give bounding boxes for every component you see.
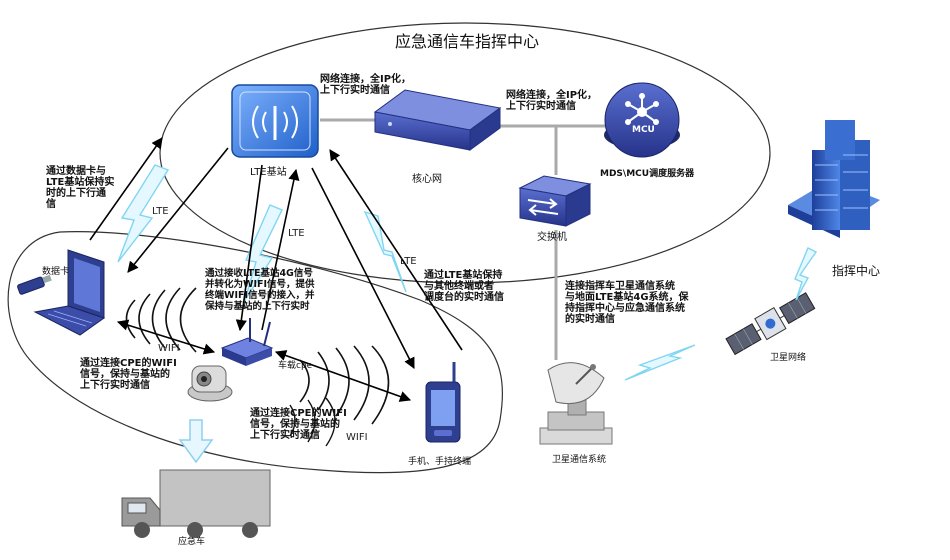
- down-arrow-icon: [178, 419, 214, 464]
- mcu-badge: MCU: [632, 125, 655, 135]
- phone-terminal-label: 手机、手持终端: [408, 457, 472, 467]
- lte-base-station-icon: [231, 84, 319, 158]
- emergency-truck-icon: [121, 469, 271, 538]
- vehicle-cpe-icon: [220, 318, 274, 366]
- mcu-server-label: MDS\MCU调度服务器: [600, 169, 695, 179]
- switch-link-note: 网络连接，全IP化， 上下行实时通信: [506, 90, 598, 112]
- cpe-relay-note: 通过接收LTE基站4G信号 并转化为WIFI信号，提供 终端WIFI信号的接入，…: [205, 268, 315, 312]
- wifi-tag-2: WIFI: [346, 432, 368, 443]
- lightning-icon: [244, 204, 283, 301]
- command-center-label: 指挥中心: [832, 264, 881, 278]
- core-network-label: 核心网: [412, 174, 442, 185]
- arrow-lte-to-laptop: [127, 147, 229, 273]
- signal-arrows: [89, 137, 463, 402]
- emergency-vehicle-label: 应急车: [178, 537, 206, 547]
- lightning-icon: [363, 210, 407, 293]
- wireless-lightning-group: [117, 164, 818, 381]
- switch-icon: [518, 175, 592, 227]
- lte-tag-2: LTE: [288, 228, 305, 239]
- satellite-net-label: 卫星网络: [770, 353, 807, 363]
- wifi-tag-1: WIFI: [158, 343, 180, 354]
- arrow-cpe-phone: [274, 350, 412, 402]
- satellite-system-label: 卫星通信系统: [552, 455, 607, 465]
- core-link-note: 网络连接，全IP化， 上下行实时通信: [320, 74, 412, 96]
- vehicle-cpe-label: 车载cpe: [278, 361, 313, 371]
- command-center-building-icon: [788, 120, 880, 238]
- mcu-server-icon: [604, 82, 680, 158]
- lte-tag-1: LTE: [152, 206, 169, 217]
- core-network-icon: [373, 89, 502, 151]
- arrow-phone-to-lte: [329, 149, 463, 351]
- laptop-icon: [33, 249, 106, 336]
- arrow-lte-to-cpe: [235, 164, 263, 332]
- lte-base-label: LTE基站: [250, 167, 287, 178]
- satellite-note: 连接指挥车卫星通信系统 与地面LTE基站4G系统，保 持指挥中心与应急通信系统 …: [565, 281, 689, 325]
- lte-phone-note: 通过LTE基站保持 与其他终端或者 调度台的实时通信: [424, 270, 504, 303]
- switch-label: 交换机: [537, 232, 567, 243]
- laptop-wifi-note: 通过连接CPE的WIFI 信号，保持与基站的 上下行实时通信: [80, 358, 177, 391]
- phone-wifi-note: 通过连接CPE的WIFI 信号，保持与基站的 上下行实时通信: [250, 408, 347, 441]
- phone-icon: [425, 362, 461, 443]
- lte-tag-3: LTE: [400, 256, 417, 267]
- lightning-icon: [624, 344, 696, 381]
- camera-icon: [187, 365, 233, 402]
- lightning-icon: [794, 247, 818, 301]
- lightning-icon: [117, 164, 170, 263]
- field-zone-outline: [7, 231, 503, 474]
- satellite-dish-icon: [539, 362, 613, 445]
- data-card-icon: [17, 274, 52, 295]
- command-center-ellipse: [159, 22, 771, 284]
- data-card-label: 数据卡: [42, 267, 70, 277]
- arrow-cpe-to-lte: [261, 168, 300, 331]
- page-title: 应急通信车指挥中心: [395, 32, 540, 51]
- arrow-laptop-to-lte: [89, 137, 163, 241]
- arrow-lte-to-phone: [311, 167, 415, 369]
- arrow-laptop-cpe: [116, 319, 216, 355]
- data-card-note: 通过数据卡与 LTE基站保持实 时的上下行通 信: [46, 166, 115, 210]
- satellite-icon: [725, 292, 816, 356]
